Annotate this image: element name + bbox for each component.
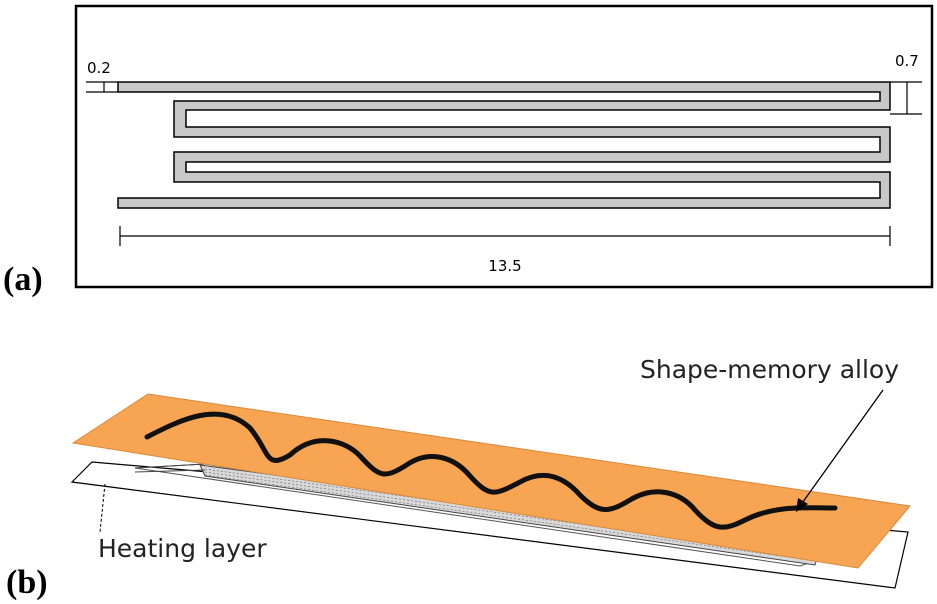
serpentine-heater-trace [117,81,891,209]
alloy-sheet [71,393,911,569]
alloy-callout-arrow [796,389,884,512]
panel-a-frame [74,4,934,289]
gap-dimension-label: 0.2 [87,59,111,77]
trace-width-dimension [890,81,922,115]
alloy-callout-label: Shape-memory alloy [640,355,899,384]
heating-callout-label: Heating layer [98,534,267,563]
trace-width-dimension-label: 0.7 [895,52,919,70]
length-dimension [119,226,891,246]
sma-wire [144,411,838,530]
gap-dimension [86,81,118,93]
heating-layer-sheet [70,461,909,589]
panel-a-label: (a) [3,261,43,298]
heating-callout-leader [99,483,106,533]
length-dimension-label: 13.5 [488,257,521,275]
panel-b-label: (b) [6,564,48,601]
